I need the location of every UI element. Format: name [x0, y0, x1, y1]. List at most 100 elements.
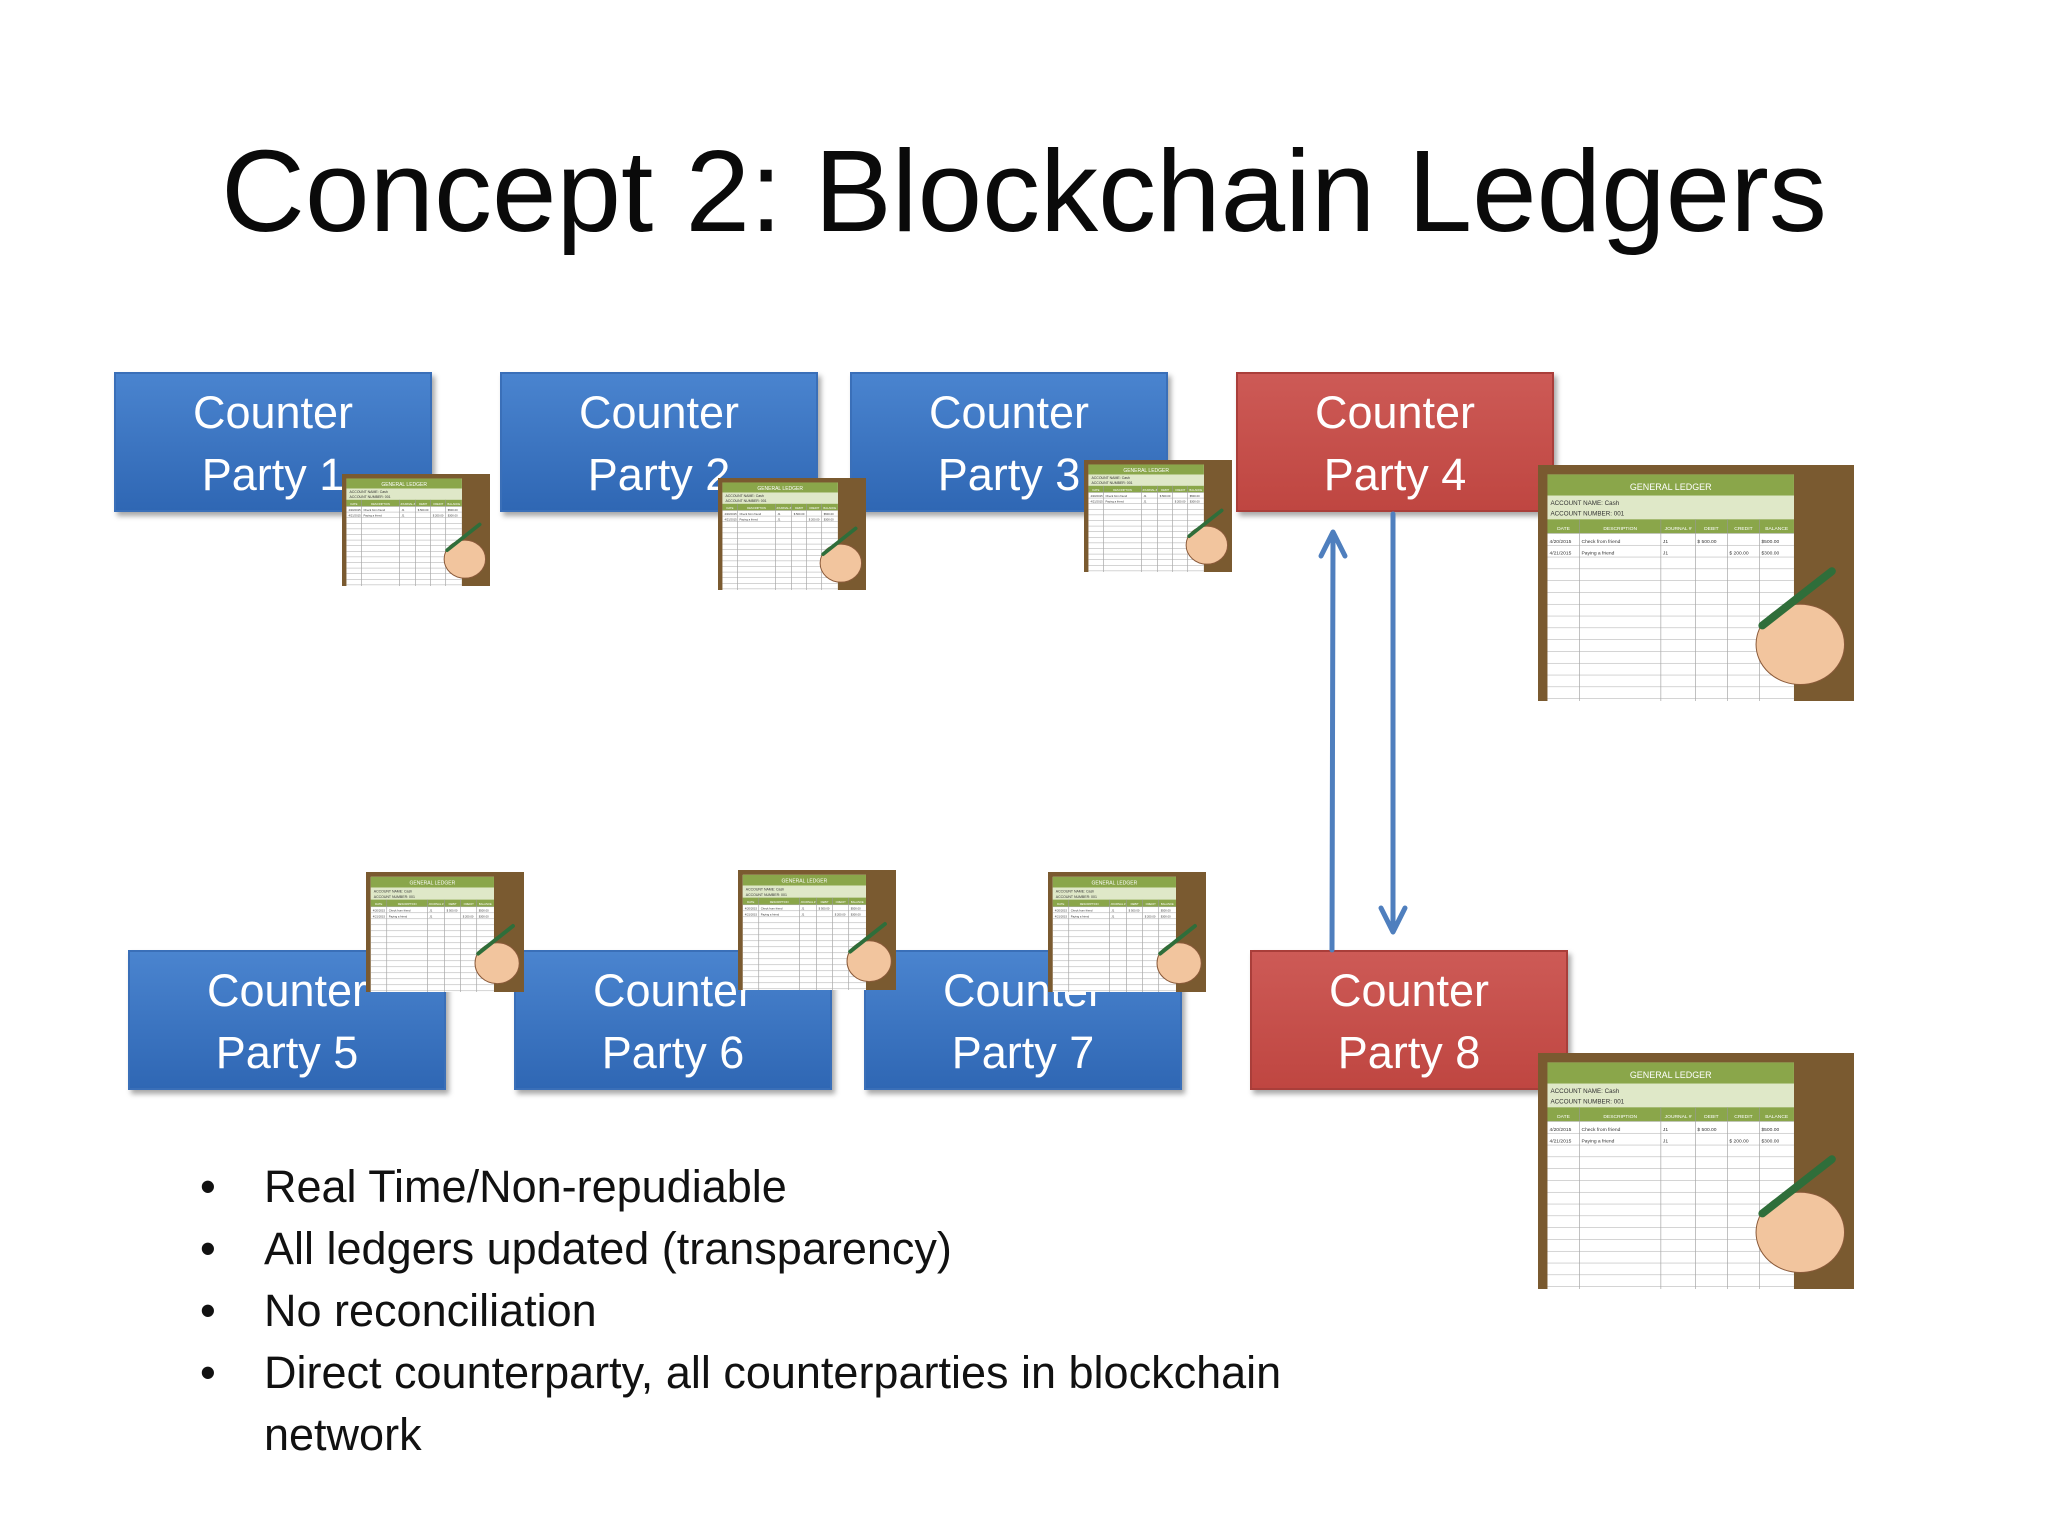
pen-icon	[848, 922, 887, 954]
ledger-account-number: ACCOUNT NUMBER: 001	[1056, 895, 1097, 899]
ledger-cell: 4/21/2015	[724, 518, 737, 522]
ledger-column-header: DESCRIPTION	[1603, 1114, 1637, 1120]
ledger-cell: 4/21/2015	[1549, 1139, 1571, 1145]
ledger-column-header: DATE	[726, 506, 733, 510]
bullet-text: Real Time/Non-repudiable	[264, 1161, 787, 1212]
ledger-cell: Check from friend	[761, 907, 783, 911]
ledger-column-header: CREDIT	[1175, 488, 1186, 492]
ledger-column-header: BALANCE	[479, 902, 492, 906]
ledger-column-header: DESCRIPTION	[770, 900, 789, 904]
pen-icon	[1158, 924, 1197, 956]
ledger-cell: 4/20/2015	[348, 508, 361, 512]
ledger-account-number: ACCOUNT NUMBER: 001	[374, 895, 415, 899]
ledger-account-number: ACCOUNT NUMBER: 001	[1550, 1099, 1624, 1106]
ledger-cell: $ 200.00	[1175, 500, 1186, 504]
party-label-line2: Party 2	[587, 449, 731, 500]
ledger-heading: GENERAL LEDGER	[410, 881, 456, 887]
party-box-1: Counter Party 1	[114, 372, 432, 512]
bullet-list: • Real Time/Non-repudiable •All ledgers u…	[196, 1156, 1496, 1466]
party-label-line2: Party 8	[1337, 1027, 1481, 1078]
ledger-heading: GENERAL LEDGER	[1092, 881, 1138, 887]
ledger-heading: GENERAL LEDGER	[782, 879, 828, 885]
ledger-cell: $500.00	[1761, 539, 1779, 545]
ledger-cell: Check from friend	[389, 909, 411, 913]
ledger-column-header: DEBIT	[1161, 488, 1169, 492]
bullet-item: •All ledgers updated (transparency)	[196, 1218, 1496, 1280]
ledger-account-name: ACCOUNT NAME: Cash	[374, 889, 412, 893]
ledger-cell: 4/20/2015	[1055, 909, 1068, 913]
bullet-dot: •	[200, 1347, 216, 1398]
ledger-column-header: DEBIT	[419, 502, 427, 506]
ledger-cell: 4/21/2015	[1055, 915, 1068, 919]
ledger-cell: Check from friend	[1582, 1127, 1621, 1133]
ledger-cell: 4/20/2015	[1090, 494, 1103, 498]
ledger-column-header: DATE	[1092, 488, 1099, 492]
party-label-line1: Counter	[592, 965, 754, 1016]
pen-icon	[445, 522, 482, 553]
ledger-column-header: CREDIT	[433, 502, 444, 506]
ledger-cell: $300.00	[1761, 551, 1779, 557]
ledger-cell: $ 200.00	[1729, 551, 1748, 557]
hand-icon	[443, 539, 487, 579]
ledger-cell: Paying a friend	[1582, 1139, 1615, 1145]
hand-icon	[1755, 603, 1846, 685]
ledger-cell: J1	[1663, 1127, 1668, 1133]
ledger-cell: $300.00	[1190, 500, 1200, 504]
ledger-column-header: JOURNAL #	[801, 900, 816, 904]
ledger-account-number: ACCOUNT NUMBER: 001	[746, 893, 787, 897]
ledger-cell: J1	[801, 907, 804, 911]
ledger-cell: J1	[402, 514, 405, 518]
ledger-cell: J1	[429, 909, 432, 913]
ledger-cell: Check from friend	[1582, 539, 1621, 545]
arrow-up-line	[1329, 533, 1336, 953]
ledger-cell: $500.00	[1761, 1127, 1779, 1133]
ledger-column-header: BALANCE	[447, 502, 460, 506]
ledger-cell: J1	[1144, 500, 1147, 504]
ledger-column-header: DEBIT	[1704, 526, 1719, 532]
ledger-column-header: JOURNAL #	[1665, 1114, 1692, 1120]
ledger-column-header: CREDIT	[1146, 902, 1157, 906]
party-box-8: Counter Party 8	[1250, 950, 1568, 1090]
ledger-cell: $ 500.00	[819, 907, 830, 911]
ledger-cell: $ 500.00	[794, 512, 805, 516]
party-label-line1: Counter	[928, 387, 1090, 438]
ledger-cell: Check from friend	[1105, 494, 1127, 498]
ledger-cell: 4/21/2015	[348, 514, 361, 518]
ledger-account-number: ACCOUNT NUMBER: 001	[1550, 511, 1624, 518]
ledger-account-number: ACCOUNT NUMBER: 001	[349, 495, 390, 499]
ledger-cell: $500.00	[1161, 909, 1171, 913]
party-label-line2: Party 1	[201, 449, 345, 500]
party-label-line2: Party 4	[1323, 449, 1467, 500]
ledger-cell: $300.00	[1761, 1139, 1779, 1145]
ledger-column-header: JOURNAL #	[1111, 902, 1126, 906]
ledger-column-header: BALANCE	[823, 506, 836, 510]
hand-icon	[1185, 525, 1229, 565]
ledger-cell: $ 200.00	[835, 913, 846, 917]
bullet-item-continuation: network	[196, 1404, 1496, 1466]
party-box-7: Counter Party 7	[864, 950, 1182, 1090]
bullet-text: Direct counterparty, all counterparties …	[264, 1347, 1282, 1398]
ledger-cell: 4/21/2015	[373, 915, 386, 919]
ledger-account-name: ACCOUNT NAME: Cash	[1550, 1088, 1619, 1095]
ledger-column-header: DEBIT	[821, 900, 829, 904]
ledger-cell: $ 500.00	[1129, 909, 1140, 913]
party-box-4: Counter Party 4	[1236, 372, 1554, 512]
ledger-account-name: ACCOUNT NAME: Cash	[1091, 476, 1129, 480]
party-label-line2: Party 5	[215, 1027, 359, 1078]
ledger-cell: J1	[1663, 539, 1668, 545]
ledger-cell: Paying a friend	[761, 913, 780, 917]
ledger-column-header: JOURNAL #	[429, 902, 444, 906]
ledger-cell: J1	[778, 518, 781, 522]
party-label-line2: Party 3	[937, 449, 1081, 500]
hand-icon	[1156, 942, 1202, 985]
ledger-cell: $300.00	[851, 913, 861, 917]
bullet-item: • Direct counterparty, all counterparties…	[196, 1342, 1496, 1404]
ledger-cell: 4/20/2015	[1549, 1127, 1571, 1133]
ledger-cell: $ 500.00	[1160, 494, 1171, 498]
party-label-line1: Counter	[1328, 965, 1490, 1016]
ledger-cell: $500.00	[851, 907, 861, 911]
